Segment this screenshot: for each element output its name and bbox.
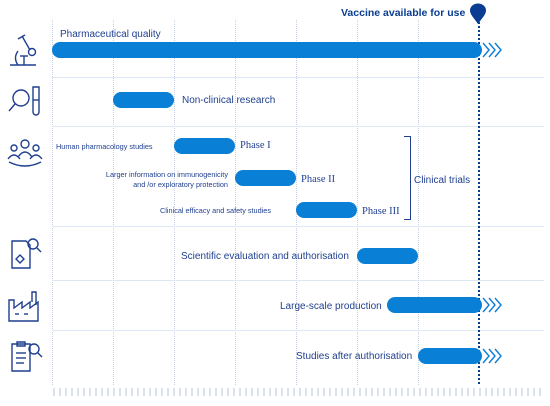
magnifier-test-tube-icon — [8, 86, 40, 116]
phase-2-desc-line1: Larger information on immunogenicity — [105, 170, 228, 179]
milestone-label: Vaccine available for use — [341, 7, 466, 19]
bar-phase-2 — [235, 170, 296, 186]
row-divider — [52, 226, 544, 227]
grid-line — [235, 20, 236, 385]
phase-3-label: Phase III — [362, 206, 400, 217]
grid-line — [113, 20, 114, 385]
row-divider — [52, 280, 544, 281]
bar-post — [418, 348, 482, 364]
timeline-axis — [53, 388, 541, 396]
phase-3-desc: Clinical efficacy and safety studies — [160, 206, 271, 215]
phase-2-desc-line2: and /or exploratory protection — [133, 180, 228, 189]
phase-2-label: Phase II — [301, 174, 336, 185]
document-magnifier-icon — [11, 238, 42, 269]
phase-1-label: Phase I — [240, 140, 271, 151]
grid-line — [296, 20, 297, 385]
milestone-line — [478, 22, 480, 384]
row-label-post: Studies after authorisation — [296, 351, 413, 362]
row-divider — [52, 330, 544, 331]
factory-icon — [8, 291, 39, 322]
clinical-trials-bracket — [404, 136, 411, 220]
clinical-trials-label: Clinical trials — [414, 175, 471, 186]
row-label-production: Large-scale production — [280, 301, 382, 312]
clipboard-magnifier-icon — [11, 341, 43, 372]
bar-phase-3 — [296, 202, 357, 218]
row-label-quality: Pharmaceutical quality — [60, 29, 161, 40]
bar-nonclinical — [113, 92, 174, 108]
row-divider — [52, 77, 544, 78]
grid-line — [174, 20, 175, 385]
microscope-icon — [10, 34, 37, 66]
phase-1-desc: Human pharmacology studies — [56, 142, 153, 151]
bar-quality — [52, 42, 482, 58]
grid-line — [357, 20, 358, 385]
grid-line — [52, 20, 53, 385]
grid-line — [418, 20, 419, 385]
bar-production — [387, 297, 482, 313]
row-label-evaluation: Scientific evaluation and authorisation — [181, 251, 349, 262]
bar-phase-1 — [174, 138, 235, 154]
map-pin-icon — [470, 3, 486, 25]
row-label-nonclinical: Non-clinical research — [182, 95, 276, 106]
people-group-icon — [7, 139, 43, 167]
row-divider — [52, 126, 544, 127]
chevron-arrow-icon — [482, 297, 502, 313]
chevron-arrow-icon — [482, 348, 502, 364]
chevron-arrow-icon — [482, 42, 502, 58]
bar-evaluation — [357, 248, 418, 264]
